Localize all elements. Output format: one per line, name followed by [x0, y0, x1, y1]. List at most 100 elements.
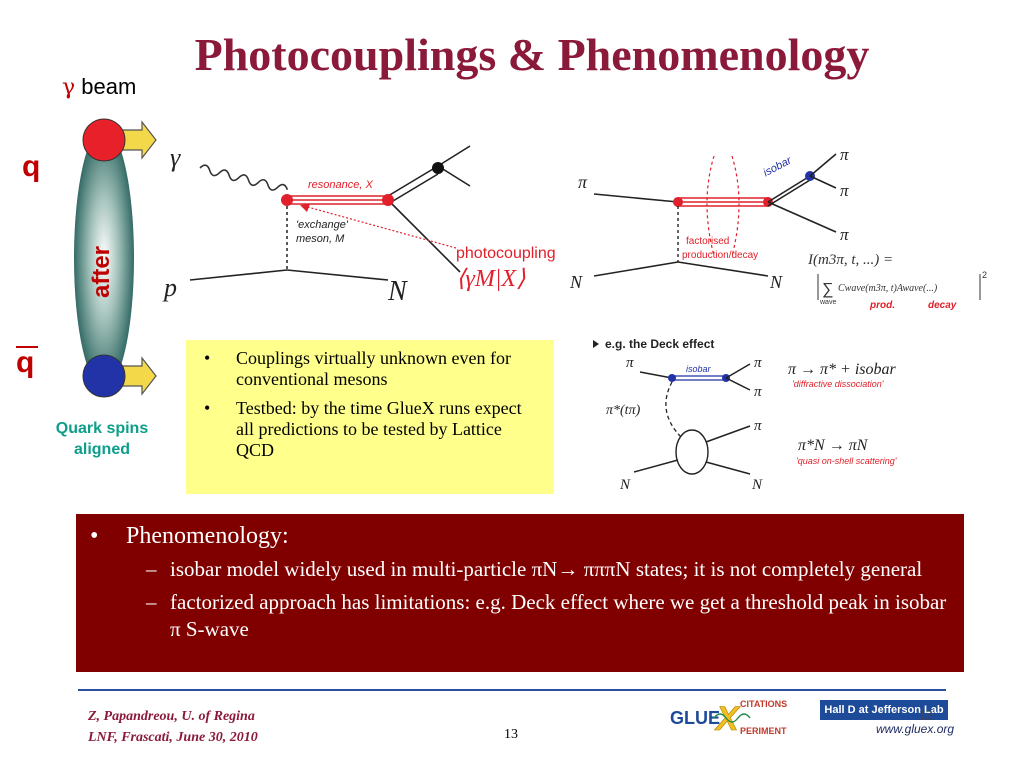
d2-isobar: isobar [761, 154, 794, 179]
slide-title: Photocouplings & Phenomenology [194, 29, 870, 80]
d2-pi-out1: π [840, 145, 849, 164]
d2-N-in: N [569, 272, 583, 292]
beam-label-group: γ beam [62, 74, 136, 100]
d2-N-out: N [769, 272, 783, 292]
quark-spins-caption: Quark spins aligned [55, 420, 149, 458]
list-item: isobar model widely used in multi-partic… [90, 556, 948, 583]
factorised-diagram: π isobar π π π N N factorised production… [569, 145, 987, 311]
antiquark-ball [82, 354, 126, 398]
d2-wave: wave [819, 299, 836, 306]
footer-venue: LNF, Frascati, June 30, 2010 [88, 730, 258, 745]
deck-pi-in: π [626, 355, 634, 371]
deck-bullet-icon [593, 340, 599, 348]
deck-out-a [725, 363, 751, 379]
d2-vertex-red-a [673, 197, 683, 207]
deck-pi-out1: π [754, 355, 762, 371]
gluex-logo: GLUE X CITATIONS PERIMENT [670, 699, 787, 738]
d2-cut-left [706, 155, 715, 257]
deck-out-b [725, 377, 751, 391]
footer-divider [78, 689, 946, 691]
footer-author: Z, Papandreou, U. of Regina [88, 709, 255, 724]
page-number: 13 [504, 727, 518, 742]
deck-eq1: π → π* + isobar [788, 361, 897, 378]
gamma-symbol: γ [62, 75, 76, 100]
d2-pi-out3: π [840, 225, 849, 244]
beam-label: beam [81, 74, 137, 99]
deck-N-in-line [633, 459, 679, 473]
antiquark-label: q [16, 346, 35, 379]
d2-intensity: I(m3π, t, ...) = [807, 252, 893, 268]
d2-out-b [809, 175, 837, 189]
quark-label: q [22, 150, 41, 183]
d1-vertex-red-a [281, 194, 293, 206]
deck-isobar: isobar [686, 364, 712, 374]
deck-vertex-a [668, 374, 676, 382]
logo-periment: PERIMENT [740, 726, 787, 736]
d1-proton-line [189, 269, 288, 281]
d2-N-out-line [677, 261, 769, 277]
deck-effect-diagram: e.g. the Deck effect π isobar π π π*(tπ)… [593, 337, 897, 493]
deck-pi-out2: π [754, 384, 762, 400]
photocoupling-arrowhead-icon [300, 204, 310, 212]
hall-d-logo: Hall D at Jefferson Lab [820, 700, 948, 720]
d1-out-a [387, 165, 439, 197]
deck-eq1-note: 'diffractive dissociation' [792, 379, 884, 389]
meson-ellipse [74, 128, 134, 388]
d2-isobar-a [767, 175, 811, 203]
deck-pi-line [639, 371, 673, 379]
d1-out-c [387, 199, 461, 273]
d1-bracket: ⟨γM|X⟩ [456, 266, 526, 292]
list-item: factorized approach has limitations: e.g… [90, 589, 948, 643]
photon-line [199, 164, 289, 191]
gluex-url: www.gluex.org [876, 722, 955, 736]
d1-photocoupling: photocoupling [456, 245, 556, 262]
d1-vertex-black [432, 162, 444, 174]
deck-eq2-note: 'quasi on-shell scattering' [796, 456, 897, 466]
d1-out-d [437, 145, 471, 167]
deck-blob [675, 429, 709, 475]
d2-isobar-b [767, 179, 811, 207]
d2-pi-in: π [578, 172, 588, 192]
d1-exchange: 'exchange' [296, 219, 349, 231]
deck-heading: e.g. the Deck effect [605, 337, 714, 351]
deck-eq2: π*N → πN [798, 437, 869, 454]
deck-pion-exchange [665, 381, 683, 439]
d2-out-c [767, 201, 837, 233]
photoproduction-diagram: γ resonance, X 'exchange' meson, M p N p… [162, 143, 556, 307]
d2-out-a [809, 153, 837, 177]
list-item: Couplings virtually unknown even for con… [204, 348, 544, 390]
d1-meson: meson, M [296, 233, 345, 245]
d2-factorised: factorised [686, 236, 729, 247]
d1-resonance: resonance, X [308, 179, 373, 191]
deck-N-out-line [705, 461, 751, 475]
d1-nucleon-line [286, 269, 389, 281]
deck-pi-star: π*(tπ) [606, 403, 641, 418]
quark-spin-graphic: after [74, 118, 157, 398]
couplings-bullets: Couplings virtually unknown even for con… [198, 348, 544, 461]
antiquark-bar [16, 346, 38, 348]
d2-pi-line [593, 193, 679, 203]
logo-citations: CITATIONS [740, 699, 787, 709]
phenomenology-heading: Phenomenology: [90, 522, 948, 550]
d2-sum: ∑ [822, 281, 833, 298]
deck-N-out: N [751, 477, 763, 493]
deck-pi-out3: π [754, 418, 762, 434]
deck-N-in: N [619, 477, 631, 493]
list-item: Testbed: by the time GlueX runs expect a… [204, 398, 544, 461]
d1-vertex-red-b [382, 194, 394, 206]
quark-ball [82, 118, 126, 162]
d1-p: p [162, 273, 177, 302]
phenomenology-box: Phenomenology: isobar model widely used … [76, 514, 964, 672]
logo-wave-icon [713, 713, 751, 723]
d2-amplitude: Cwave(m3π, t)Awave(...) [838, 283, 938, 294]
page-number-overlay: 13 [918, 708, 933, 724]
d2-pi-out2: π [840, 181, 849, 200]
logo-glue: GLUE [670, 708, 720, 728]
d2-cut-right [731, 155, 740, 257]
d2-square: 2 [982, 270, 987, 280]
after-label: after [88, 246, 115, 298]
d2-N-in-line [593, 261, 679, 277]
d2-prod: prod. [869, 300, 895, 311]
d2-decay: decay [928, 300, 957, 311]
d1-N: N [387, 276, 408, 307]
